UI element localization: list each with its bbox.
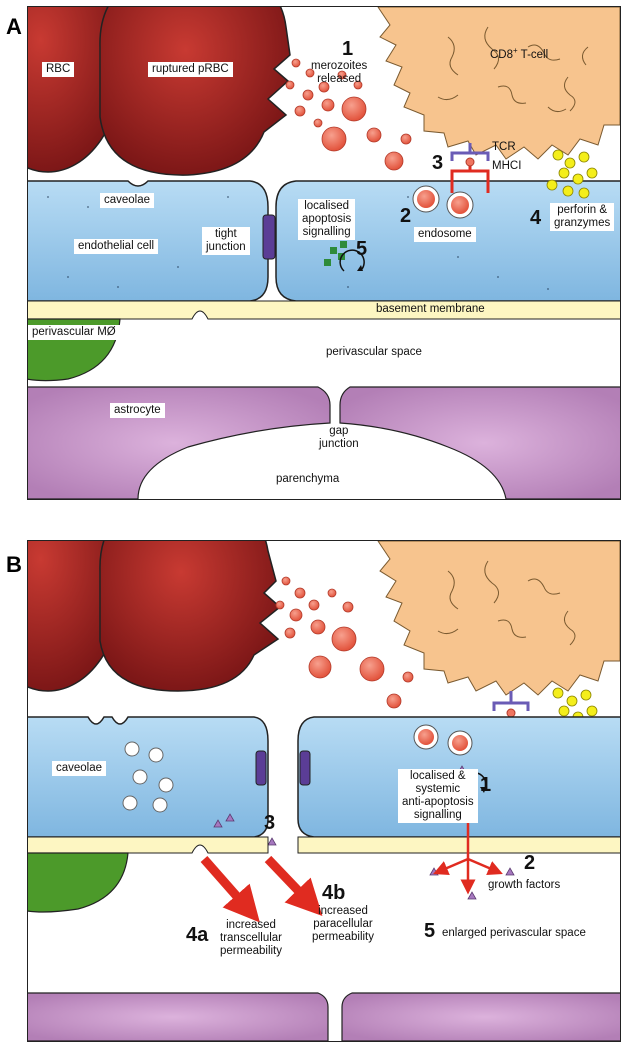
tight-junction bbox=[299, 750, 311, 786]
step-3-number: 3 bbox=[264, 812, 276, 834]
growth-factors-label: growth factors bbox=[488, 879, 561, 891]
step-1-number: 1 bbox=[342, 38, 354, 60]
basement-membrane bbox=[297, 836, 620, 854]
caveolae-label: caveolae bbox=[52, 761, 107, 776]
basement-membrane-label: basement membrane bbox=[376, 303, 485, 315]
endothelial-cell-left bbox=[28, 716, 269, 838]
mhci-label: MHCI bbox=[492, 160, 522, 172]
perivascular-macrophage-label: perivascular MØ bbox=[28, 325, 120, 340]
caveolae-label: caveolae bbox=[100, 193, 155, 208]
ruptured-prbc bbox=[99, 541, 282, 692]
rbc-label: RBC bbox=[42, 62, 75, 77]
astrocyte-right bbox=[339, 386, 620, 499]
astrocyte-right bbox=[341, 992, 620, 1041]
panel-b-illustration bbox=[28, 541, 620, 1041]
panel-b-letter: B bbox=[6, 552, 22, 577]
astrocyte-left bbox=[28, 386, 331, 499]
cd8-t-cell-label: CD8+ T-cell bbox=[490, 46, 549, 61]
merozoites bbox=[285, 58, 412, 171]
perivascular-space-label: perivascular space bbox=[326, 346, 422, 358]
paracellular-arrow bbox=[264, 855, 323, 917]
ruptured-prbc-label: ruptured pRBC bbox=[148, 62, 233, 77]
cd8-t-cell bbox=[377, 541, 620, 696]
enlarged-perivascular-space-label: enlarged perivascular space bbox=[442, 927, 586, 939]
cd8-t-cell bbox=[377, 7, 620, 160]
tight-junction bbox=[262, 214, 276, 260]
endosome-label: endosome bbox=[414, 227, 476, 242]
tight-junction bbox=[255, 750, 267, 786]
step-4-number: 4 bbox=[530, 207, 542, 229]
tcr-label: TCR bbox=[492, 141, 516, 153]
step-4b-number: 4b bbox=[322, 882, 346, 904]
panel-a-illustration bbox=[28, 7, 620, 499]
step-5-number: 5 bbox=[424, 920, 436, 942]
step-4a-number: 4a bbox=[186, 924, 209, 946]
step-2-number: 2 bbox=[400, 205, 412, 227]
step-3-number: 3 bbox=[432, 152, 444, 174]
step-1-number: 1 bbox=[480, 774, 492, 796]
perivascular-macrophage bbox=[28, 852, 129, 913]
merozoites bbox=[275, 576, 414, 709]
basement-membrane bbox=[28, 300, 620, 320]
apoptosis-signal bbox=[324, 241, 365, 272]
step-5-number: 5 bbox=[356, 238, 368, 260]
endothelial-cell-label: endothelial cell bbox=[74, 239, 159, 254]
parenchyma-label: parenchyma bbox=[276, 473, 340, 485]
ruptured-prbc bbox=[99, 7, 291, 176]
astrocyte-left bbox=[28, 992, 329, 1041]
caveolae-vesicles bbox=[122, 741, 174, 813]
astrocyte-label: astrocyte bbox=[110, 403, 165, 418]
panel-a-letter: A bbox=[6, 14, 22, 39]
panel-a: RBC ruptured pRBC CD8+ T-cell 1 merozoit… bbox=[27, 6, 621, 500]
basement-membrane bbox=[28, 836, 269, 854]
step-2-number: 2 bbox=[524, 852, 536, 874]
perforin-granzymes bbox=[546, 149, 598, 199]
transcellular-arrow bbox=[200, 856, 260, 923]
perforin-granzymes-label: perforin &granzymes bbox=[550, 203, 615, 231]
